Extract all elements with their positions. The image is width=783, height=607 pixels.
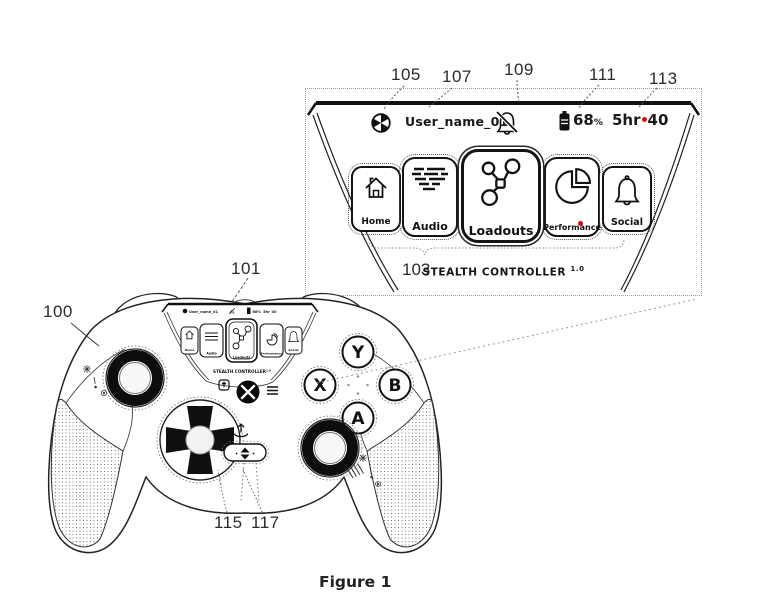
status-username: User_name_01 [405,114,509,129]
home-icon [362,174,390,201]
svg-text:Home: Home [185,348,195,352]
brand-name: STEALTH CONTROLLER [422,266,567,279]
screen-top-bevel-right [689,102,701,116]
screen-top-bevel-left [306,102,318,116]
left-deco-icons [83,365,108,397]
menu-hamburger-button[interactable] [267,386,278,395]
time-separator-dot [641,117,647,122]
ref-label-105: 105 [391,65,421,84]
ref-label-103: 103 [402,260,431,279]
menu-label-social: Social [611,216,643,228]
screen-side-right [620,112,695,293]
notifications-muted-bell-icon [494,109,520,135]
menu-button-audio[interactable]: Audio [399,154,461,240]
performance-pie-chart-icon [552,165,592,205]
battery-percent: 68% [573,111,603,129]
ref-label-117: 117 [251,513,280,532]
loadouts-molecule-icon [477,158,525,208]
brace-103 [368,238,625,256]
menu-label-loadouts: Loadouts [468,222,534,238]
menu-button-social[interactable]: Social [599,163,655,235]
menu-button-performance[interactable]: Performance [541,154,603,240]
svg-text:Y: Y [351,343,365,363]
ref-label-109: 109 [504,60,534,79]
svg-text:Loadouts: Loadouts [233,356,251,360]
figure-caption: Figure 1 [319,573,392,591]
profile-pill-button[interactable] [221,441,269,464]
battery-icon [557,110,572,133]
time-minutes: 40 [647,111,669,129]
ref-label-115: 115 [214,513,243,532]
ref-label-113: 113 [649,69,678,88]
screen-callout-panel: User_name_01 68% 5hr 40 [305,88,702,296]
percent-sign: % [593,118,603,128]
ref-label-111: 111 [589,65,617,84]
svg-text:B: B [389,376,402,396]
svg-text:STEALTH CONTROLLER1.0: STEALTH CONTROLLER1.0 [213,369,271,375]
performance-notification-dot [578,221,583,226]
right-deco-icons [346,454,381,487]
menu-button-home[interactable]: Home [348,163,404,235]
audio-equalizer-icon [411,165,449,193]
upload-view-button[interactable] [233,423,249,438]
menu-label-performance: Performance [543,223,601,232]
share-button[interactable] [218,379,230,391]
ref-label-100: 100 [43,302,73,321]
svg-text:User_name_01: User_name_01 [189,310,219,314]
xbox-guide-button[interactable] [236,380,260,404]
menu-label-home: Home [361,217,391,227]
ref-label-101: 101 [231,259,261,278]
svg-text:A: A [351,409,365,429]
menu-label-audio: Audio [412,220,448,233]
menu-button-loadouts[interactable]: Loadouts [461,149,541,243]
svg-text:X: X [313,376,326,396]
brand-text: STEALTH CONTROLLER 1.0 [306,265,701,279]
brand-version: 1.0 [570,265,585,273]
svg-text:Audio: Audio [206,352,217,356]
svg-text:Performance: Performance [261,352,283,356]
avatar-icon [370,112,392,134]
a-button[interactable]: A [339,399,377,437]
time-remaining: 5hr 40 [612,111,668,129]
svg-text:Social: Social [288,348,298,352]
time-hours: 5hr [612,111,641,129]
right-analog-stick[interactable] [297,415,363,481]
left-analog-stick[interactable] [102,345,168,411]
social-bell-icon [613,174,641,206]
screen-outline-art [306,101,701,293]
battery-percent-value: 68 [573,111,594,129]
ref-label-107: 107 [442,67,472,86]
